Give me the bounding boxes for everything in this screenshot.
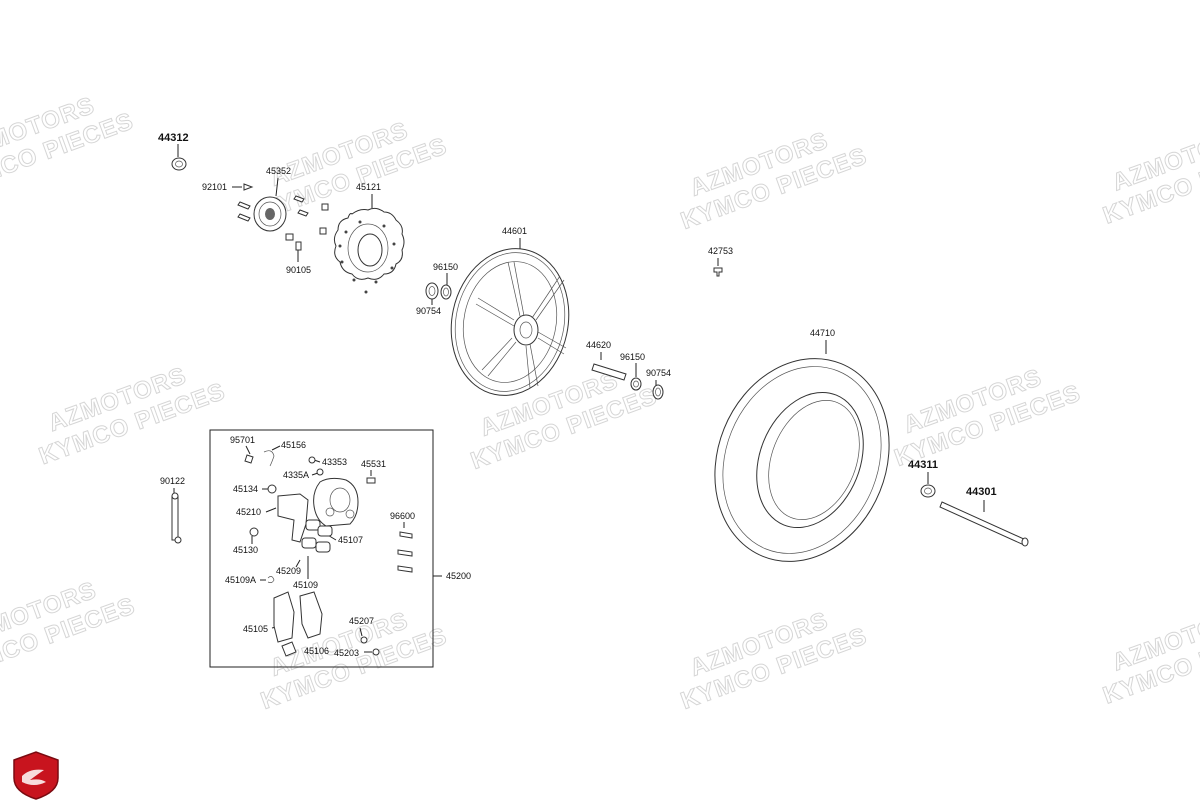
part-45203-cap[interactable]: 45203 (334, 648, 380, 658)
part-90105-bolt[interactable]: 90105 (285, 203, 329, 275)
label-95701: 95701 (230, 435, 255, 445)
label-45109A: 45109A (225, 575, 256, 585)
label-45156: 45156 (281, 440, 306, 450)
part-96150-bearing-left[interactable]: 96150 (433, 262, 458, 300)
label-90754-left: 90754 (416, 306, 441, 316)
label-45209: 45209 (276, 566, 301, 576)
label-44710: 44710 (810, 328, 835, 338)
part-45134-bolt[interactable]: 45134 (233, 484, 277, 494)
part-45210-bracket[interactable]: 45210 (236, 493, 309, 543)
part-96600-bolt-set[interactable]: 96600 (390, 511, 415, 573)
label-45105: 45105 (243, 624, 268, 634)
label-45203: 45203 (334, 648, 359, 658)
part-45352-hub-flange[interactable]: 45352 (253, 166, 291, 232)
part-43353-cap[interactable]: 43353 (308, 456, 347, 467)
part-95701-bolt[interactable]: 95701 (230, 435, 255, 464)
part-45130-pin[interactable]: 45130 (233, 527, 259, 555)
part-45105-pad[interactable]: 45105 (243, 591, 323, 643)
part-96150-bearing-right[interactable]: 96150 (620, 352, 645, 391)
label-45207: 45207 (349, 616, 374, 626)
part-44311-collar[interactable]: 44311 (908, 459, 938, 498)
part-44620-spacer[interactable]: 44620 (586, 340, 627, 381)
label-45210: 45210 (236, 507, 261, 517)
part-45109A-clip[interactable]: 45109A (225, 575, 275, 585)
label-45109: 45109 (293, 580, 318, 590)
part-92101-bolt[interactable]: 92101 (202, 182, 309, 222)
part-45209-seal[interactable]: 45209 (276, 559, 301, 576)
label-4335A: 4335A (283, 470, 309, 480)
label-44301: 44301 (966, 486, 997, 498)
part-45106-spring[interactable]: 45106 (281, 641, 329, 657)
part-42753-valve[interactable]: 42753 (708, 246, 733, 277)
label-45121: 45121 (356, 182, 381, 192)
label-45130: 45130 (233, 545, 258, 555)
label-90754-right: 90754 (646, 368, 671, 378)
label-44601: 44601 (502, 226, 527, 236)
label-45134: 45134 (233, 484, 258, 494)
caliper-assembly-box (209, 429, 434, 668)
part-44710-tire[interactable]: 44710 (685, 328, 919, 588)
part-45207-bolt[interactable]: 45207 (349, 616, 374, 644)
part-44312-collar[interactable]: 44312 (158, 132, 189, 171)
part-45109-pin[interactable]: 45109 (293, 556, 318, 590)
part-45531-screw[interactable]: 45531 (361, 459, 386, 484)
part-45200-caliper-assembly[interactable]: 45200 (433, 571, 471, 581)
label-45531: 45531 (361, 459, 386, 469)
part-4335A-cap[interactable]: 4335A (283, 468, 324, 480)
azmotors-shield-logo (13, 751, 59, 800)
part-caliper-body[interactable] (313, 477, 359, 527)
label-42753: 42753 (708, 246, 733, 256)
part-45121-brake-disc[interactable]: 45121 (333, 182, 405, 294)
label-44620: 44620 (586, 340, 611, 350)
label-96600: 96600 (390, 511, 415, 521)
label-45200: 45200 (446, 571, 471, 581)
part-90122-bolt[interactable]: 90122 (160, 476, 185, 544)
label-45352: 45352 (266, 166, 291, 176)
label-44311: 44311 (908, 459, 938, 471)
label-96150-left: 96150 (433, 262, 458, 272)
label-90122: 90122 (160, 476, 185, 486)
label-43353: 43353 (322, 457, 347, 467)
label-96150-right: 96150 (620, 352, 645, 362)
part-90754-seal-left[interactable]: 90754 (416, 282, 441, 316)
part-45156-bleeder[interactable]: 45156 (263, 440, 306, 467)
label-44312: 44312 (158, 132, 189, 144)
part-90754-seal-right[interactable]: 90754 (646, 368, 671, 400)
label-45107: 45107 (338, 535, 363, 545)
part-44601-wheel-rim[interactable]: 44601 (438, 226, 582, 406)
label-45106: 45106 (304, 646, 329, 656)
part-44301-axle[interactable]: 44301 (939, 486, 1029, 547)
part-45107-piston[interactable]: 45107 (301, 519, 363, 553)
label-92101: 92101 (202, 182, 227, 192)
label-90105: 90105 (286, 265, 311, 275)
